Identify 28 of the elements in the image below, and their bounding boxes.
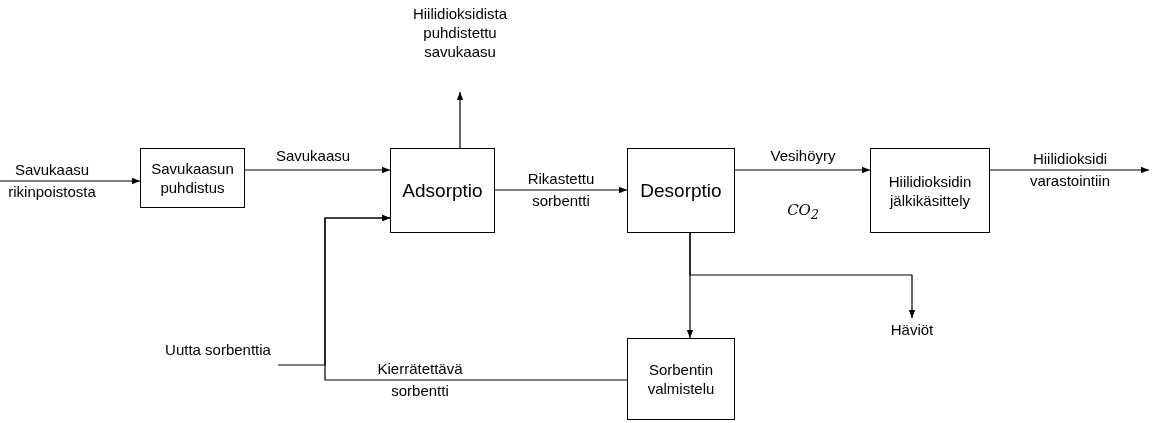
process-box — [627, 148, 735, 233]
arrow — [0, 177, 141, 185]
edge-label: Savukaasu rikinpoistosta — [8, 160, 96, 202]
process-box — [870, 148, 990, 233]
box-label: Sorbentin valmistelu — [646, 360, 716, 398]
formula-label: CO$_{2}$ — [787, 199, 819, 224]
box-label: Savukaasun puhdistus — [150, 159, 235, 197]
edge-label: Savukaasu — [275, 146, 351, 166]
process-box — [627, 338, 735, 420]
edge-label: Kierrätettävä sorbentti — [377, 359, 463, 401]
output-label: Hiilidioksidista puhdistettu savukaasu — [411, 4, 509, 61]
edge-label: Rikastettu sorbentti — [527, 169, 595, 211]
arrow — [689, 232, 916, 319]
output-label: Häviöt — [890, 319, 934, 339]
process-box — [390, 148, 495, 233]
arrow — [244, 166, 391, 174]
edge-label: Vesihöyry — [770, 146, 836, 166]
box-label: Adsorptio — [402, 181, 483, 200]
input-label: Uutta sorbenttia — [165, 339, 271, 359]
arrow — [324, 214, 628, 381]
process-box — [140, 148, 245, 208]
arrow — [734, 166, 871, 174]
arrow — [456, 91, 464, 149]
box-label: Hiilidioksidin jälkikäsittely — [887, 171, 973, 210]
box-label: Desorptio — [640, 181, 722, 200]
arrow — [989, 166, 1150, 174]
edge-label: Hiilidioksidi varastointiin — [1030, 149, 1110, 191]
arrow — [494, 186, 628, 194]
